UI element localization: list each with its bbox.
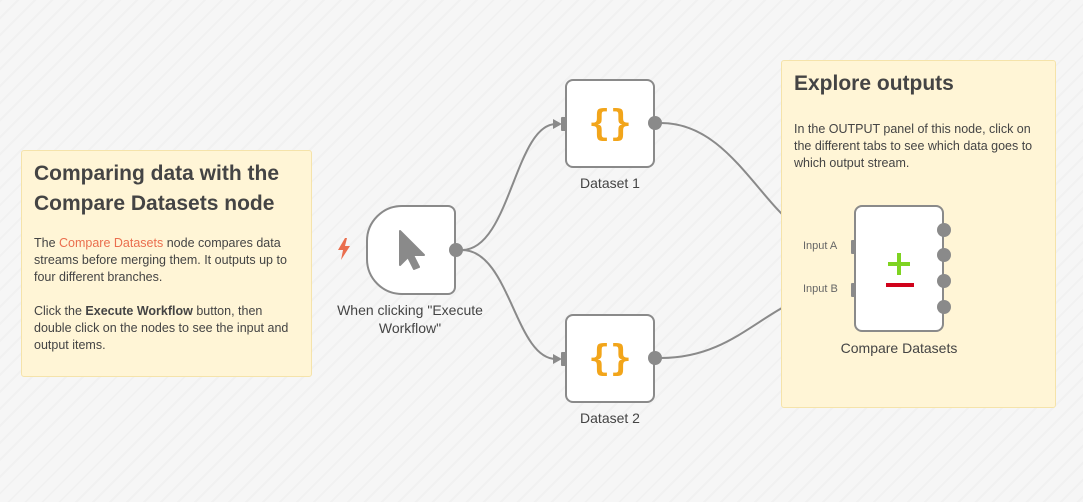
execute-workflow-bold: Execute Workflow bbox=[85, 304, 193, 318]
p2-after: button, then double click on the nodes t… bbox=[34, 304, 289, 352]
curly-braces-icon: {} bbox=[588, 103, 632, 144]
p1-before: The bbox=[34, 236, 60, 250]
compare-datasets-node[interactable] bbox=[854, 205, 944, 332]
sticky-intro-title: Comparing data with the Compare Datasets… bbox=[34, 162, 280, 215]
input-b-label: Input B bbox=[803, 283, 838, 295]
compare-output-handle-2[interactable] bbox=[937, 248, 951, 262]
dataset2-output-handle[interactable] bbox=[648, 351, 662, 365]
p2-before: Click the bbox=[34, 304, 86, 318]
connection-trigger-dataset1[interactable] bbox=[461, 123, 557, 251]
dataset2-node[interactable]: {} bbox=[565, 314, 655, 403]
sticky-intro-paragraph-1: The Compare Datasets node compares data … bbox=[34, 235, 299, 286]
trigger-node[interactable] bbox=[366, 205, 456, 295]
dataset1-label: Dataset 1 bbox=[580, 175, 640, 191]
dataset1-node[interactable]: {} bbox=[565, 79, 655, 168]
lightning-bolt-icon bbox=[337, 238, 351, 260]
compare-datasets-label: Compare Datasets bbox=[840, 340, 958, 356]
curly-braces-icon: {} bbox=[588, 338, 632, 379]
compare-output-handle-4[interactable] bbox=[937, 300, 951, 314]
arrow-head-dataset2 bbox=[553, 354, 562, 364]
sticky-intro-paragraph-2: Click the Execute Workflow button, then … bbox=[34, 303, 299, 354]
p1-after: node compares data streams before mergin… bbox=[34, 236, 287, 284]
trigger-node-label: When clicking "Execute Workflow" bbox=[337, 302, 483, 336]
sticky-explore-title: Explore outputs bbox=[794, 72, 954, 95]
connection-trigger-dataset2[interactable] bbox=[461, 249, 557, 360]
dataset1-input-handle[interactable] bbox=[561, 117, 568, 131]
trigger-output-handle[interactable] bbox=[449, 243, 463, 257]
dataset2-input-handle[interactable] bbox=[561, 352, 568, 366]
input-a-label: Input A bbox=[803, 240, 838, 252]
sticky-explore-body: In the OUTPUT panel of this node, click … bbox=[794, 122, 1033, 170]
compare-output-handle-1[interactable] bbox=[937, 223, 951, 237]
dataset2-label: Dataset 2 bbox=[580, 410, 640, 426]
compare-datasets-link[interactable]: Compare Datasets bbox=[59, 236, 164, 250]
cursor-arrow-icon bbox=[397, 229, 427, 276]
sticky-note-intro[interactable]: Comparing data with the Compare Datasets… bbox=[21, 150, 312, 377]
compare-output-handle-3[interactable] bbox=[937, 274, 951, 288]
plus-minus-icon bbox=[885, 251, 915, 296]
dataset1-output-handle[interactable] bbox=[648, 116, 662, 130]
arrow-head-dataset1 bbox=[553, 119, 562, 129]
